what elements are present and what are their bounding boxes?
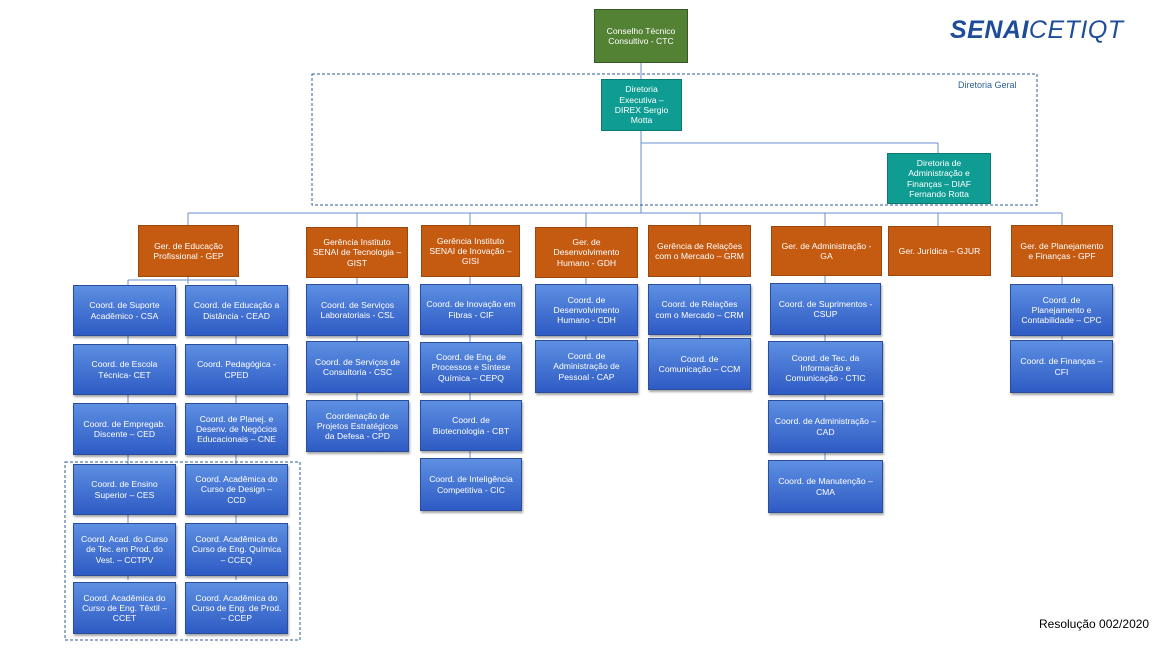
node-ctc: Conselho Técnico Consultivo - CTC — [594, 9, 688, 63]
node-cdh: Coord. de Desenvolvimento Humano - CDH — [535, 284, 638, 336]
node-ctic: Coord. de Tec. da Informação e Comunicaç… — [768, 341, 883, 395]
node-gdh: Ger. de Desenvolvimento Humano - GDH — [535, 227, 638, 278]
node-cif: Coord. de Inovação em Fibras - CIF — [420, 284, 522, 335]
node-cet: Coord. de Escola Técnica- CET — [73, 344, 176, 395]
diretoria-geral-label: Diretoria Geral — [958, 80, 1017, 90]
node-cad: Coord. de Administração – CAD — [768, 400, 883, 453]
node-cead: Coord. de Educação a Distância - CEAD — [185, 285, 288, 336]
node-cpc: Coord. de Planejamento e Contabilidade –… — [1010, 284, 1113, 336]
node-gpf: Ger. de Planejamento e Finanças - GPF — [1011, 225, 1113, 277]
node-cma: Coord. de Manutenção – CMA — [768, 460, 883, 513]
node-gist: Gerência Instituto SENAI de Tecnologia –… — [306, 227, 408, 278]
node-csup: Coord. de Suprimentos - CSUP — [770, 283, 881, 335]
node-cped: Coord. Pedagógica - CPED — [185, 344, 288, 395]
node-cic: Coord. de Inteligência Competitiva - CIC — [420, 458, 522, 511]
node-ced: Coord. de Empregab. Discente – CED — [73, 403, 176, 455]
node-ccet: Coord. Acadêmica do Curso de Eng. Têxtil… — [73, 582, 176, 634]
node-direx: Diretoria Executiva – DIREX Sergio Motta — [601, 79, 682, 131]
node-cfi: Coord. de Finanças – CFI — [1010, 340, 1113, 393]
node-cpd: Coordenação de Projetos Estratégicos da … — [306, 400, 409, 452]
senai-cetiqt-logo: SENAICETIQT — [950, 16, 1124, 45]
node-cbt: Coord. de Biotecnologia - CBT — [420, 400, 522, 451]
node-csl: Coord. de Serviços Laboratoriais - CSL — [306, 284, 409, 336]
node-cne: Coord. de Planej. e Desenv. de Negócios … — [185, 403, 288, 455]
node-gisi: Gerência Instituto SENAI de Inovação – G… — [421, 225, 520, 277]
node-cctpv: Coord. Acad. do Curso de Tec. em Prod. d… — [73, 523, 176, 576]
node-csc: Coord. de Serviços de Consultoria - CSC — [306, 341, 409, 393]
node-gjur: Ger. Jurídica – GJUR — [888, 226, 991, 276]
node-cap: Coord. de Administração de Pessoal - CAP — [535, 340, 638, 393]
node-cepq: Coord. de Eng. de Processos e Síntese Qu… — [420, 342, 522, 393]
node-ces: Coord. de Ensino Superior – CES — [73, 464, 176, 515]
node-cceq: Coord. Acadêmica do Curso de Eng. Químic… — [185, 523, 288, 576]
node-grm: Gerência de Relações com o Mercado – GRM — [648, 225, 751, 277]
node-ccd: Coord. Acadêmica do Curso de Design – CC… — [185, 464, 288, 515]
node-diaf: Diretoria de Administração e Finanças – … — [887, 153, 991, 204]
node-gep: Ger. de Educação Profissional - GEP — [138, 225, 239, 277]
logo-primary-text: SENAI — [950, 16, 1029, 44]
resolution-label: Resolução 002/2020 — [1039, 617, 1150, 631]
node-ga: Ger. de Administração - GA — [771, 226, 882, 276]
logo-secondary-text: CETIQT — [1028, 16, 1124, 44]
node-ccm: Coord. de Comunicação – CCM — [648, 338, 751, 390]
node-csa: Coord. de Suporte Acadêmico - CSA — [73, 285, 176, 336]
node-crm: Coord. de Relações com o Mercado – CRM — [648, 284, 751, 335]
node-ccep: Coord. Acadêmica do Curso de Eng. de Pro… — [185, 582, 288, 634]
